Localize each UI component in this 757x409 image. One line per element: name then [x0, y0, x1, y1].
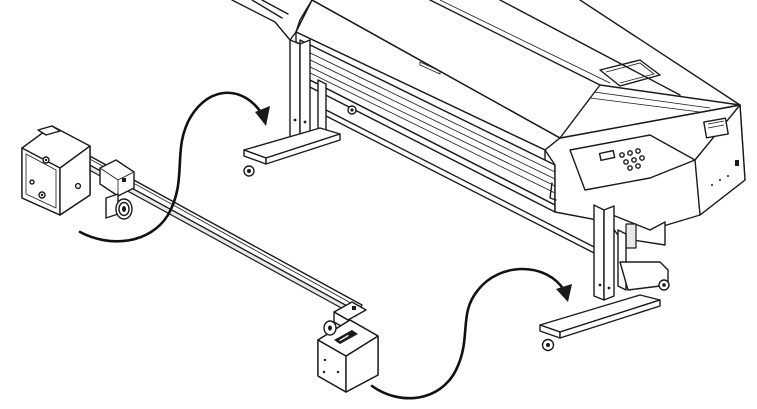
control-panel-buttons	[598, 148, 645, 171]
left-bracket	[21, 125, 135, 220]
printer-stand	[243, 39, 670, 352]
printer-body	[231, 0, 746, 249]
arrow-left	[78, 91, 270, 243]
arrow-right	[370, 267, 572, 400]
right-drive-unit	[317, 301, 379, 393]
